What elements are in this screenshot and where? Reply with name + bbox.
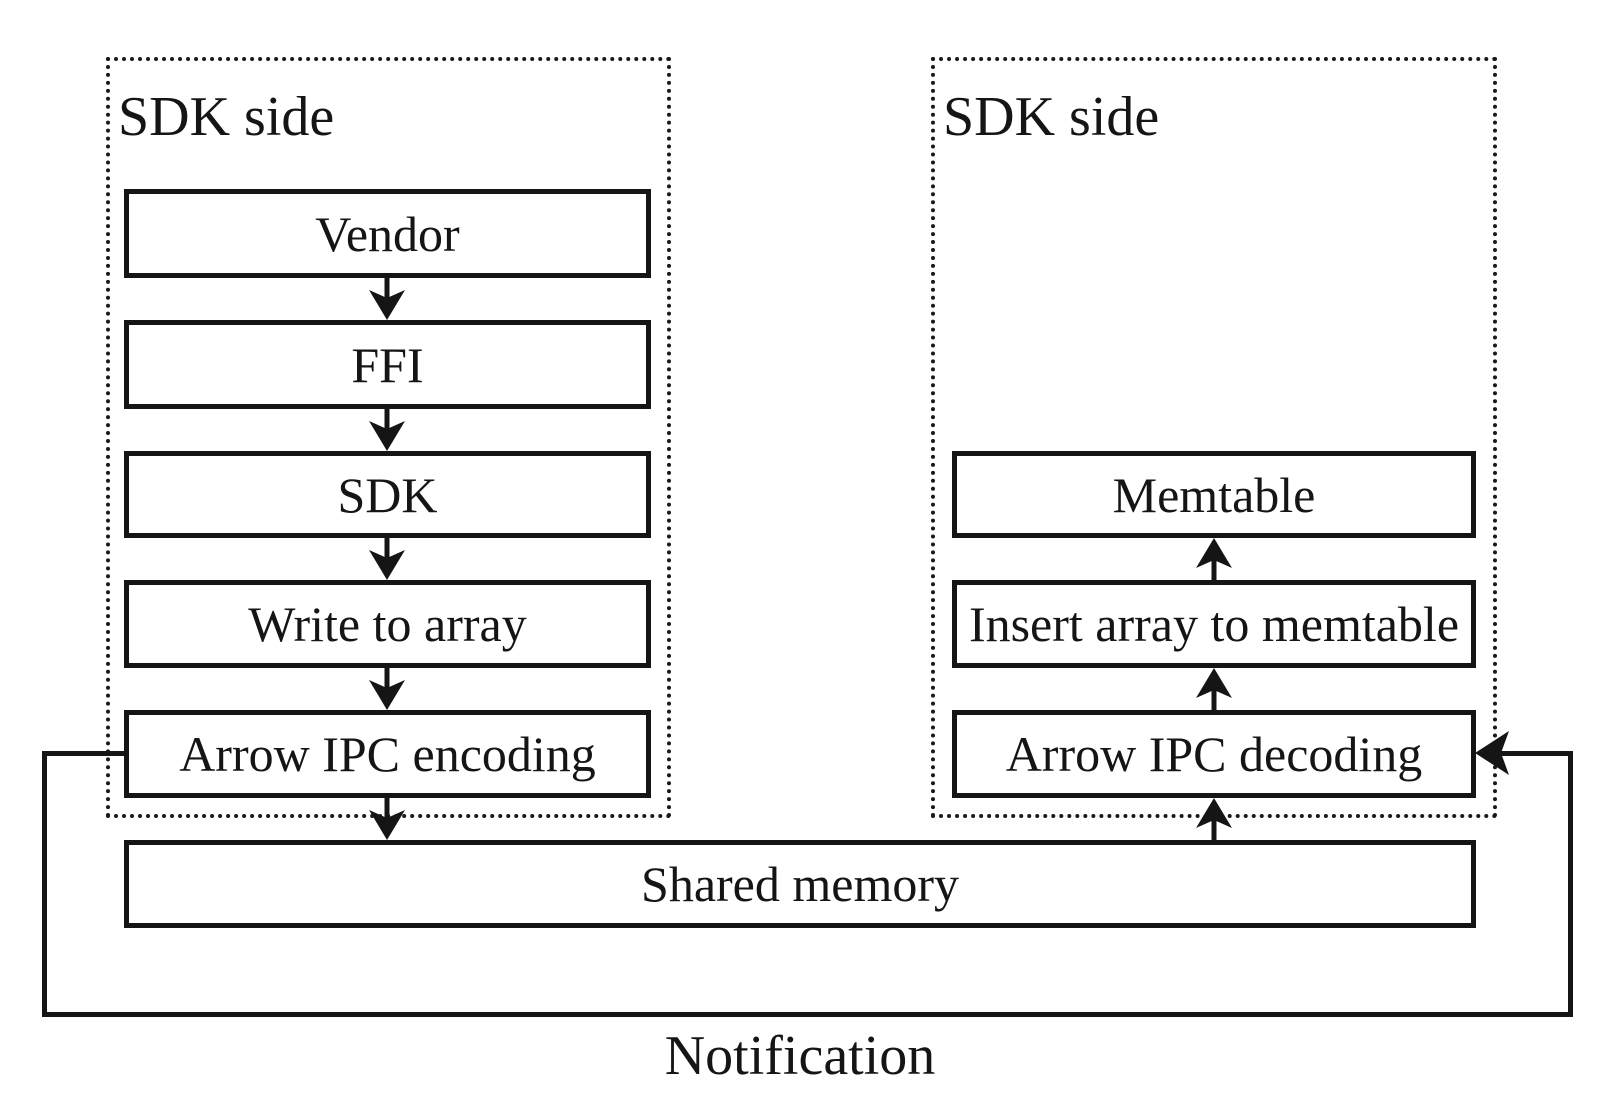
vendor-box: Vendor	[124, 189, 651, 278]
flow-arrow-ffi-to-sdk-icon	[369, 409, 405, 451]
write-to-array-label: Write to array	[248, 596, 527, 652]
arrow-ipc-encoding-label: Arrow IPC encoding	[179, 726, 596, 782]
ffi-label: FFI	[351, 336, 424, 393]
notification-arrowhead-icon	[1475, 731, 1509, 775]
notification-line-bottom	[42, 1012, 1573, 1017]
arrow-ipc-decoding-label: Arrow IPC decoding	[1005, 726, 1423, 782]
ffi-box: FFI	[124, 320, 651, 409]
sdk-label: SDK	[337, 466, 438, 523]
flow-arrow-encoding-to-shared-memory-icon	[369, 798, 405, 840]
shared-memory-label: Shared memory	[641, 856, 959, 912]
sdk-side-left-title: SDK side	[118, 86, 335, 148]
notification-line-right-vertical	[1568, 751, 1573, 1017]
arrow-ipc-encoding-box: Arrow IPC encoding	[124, 710, 651, 798]
write-to-array-box: Write to array	[124, 580, 651, 668]
sdk-side-right-title: SDK side	[943, 86, 1160, 148]
notification-line-left-horizontal	[42, 751, 128, 756]
arrow-ipc-decoding-box: Arrow IPC decoding	[952, 710, 1476, 798]
memtable-box: Memtable	[952, 451, 1476, 538]
shared-memory-box: Shared memory	[124, 840, 1476, 928]
notification-line-left-vertical	[42, 751, 47, 1017]
flow-arrow-decoding-to-insert-icon	[1196, 668, 1232, 710]
insert-array-to-memtable-box: Insert array to memtable	[952, 580, 1476, 668]
notification-line-right-horizontal	[1500, 751, 1573, 756]
flow-arrow-sdk-to-write-to-array-icon	[369, 538, 405, 580]
flow-arrow-write-to-array-to-encoding-icon	[369, 668, 405, 710]
flow-arrow-insert-to-memtable-icon	[1196, 538, 1232, 580]
notification-label: Notification	[664, 1025, 936, 1087]
flow-arrow-vendor-to-ffi-icon	[369, 278, 405, 320]
memtable-label: Memtable	[1112, 466, 1316, 523]
insert-array-to-memtable-label: Insert array to memtable	[968, 596, 1460, 652]
flow-arrow-shared-memory-to-decoding-icon	[1196, 798, 1232, 840]
sdk-box: SDK	[124, 451, 651, 538]
vendor-label: Vendor	[315, 205, 460, 262]
